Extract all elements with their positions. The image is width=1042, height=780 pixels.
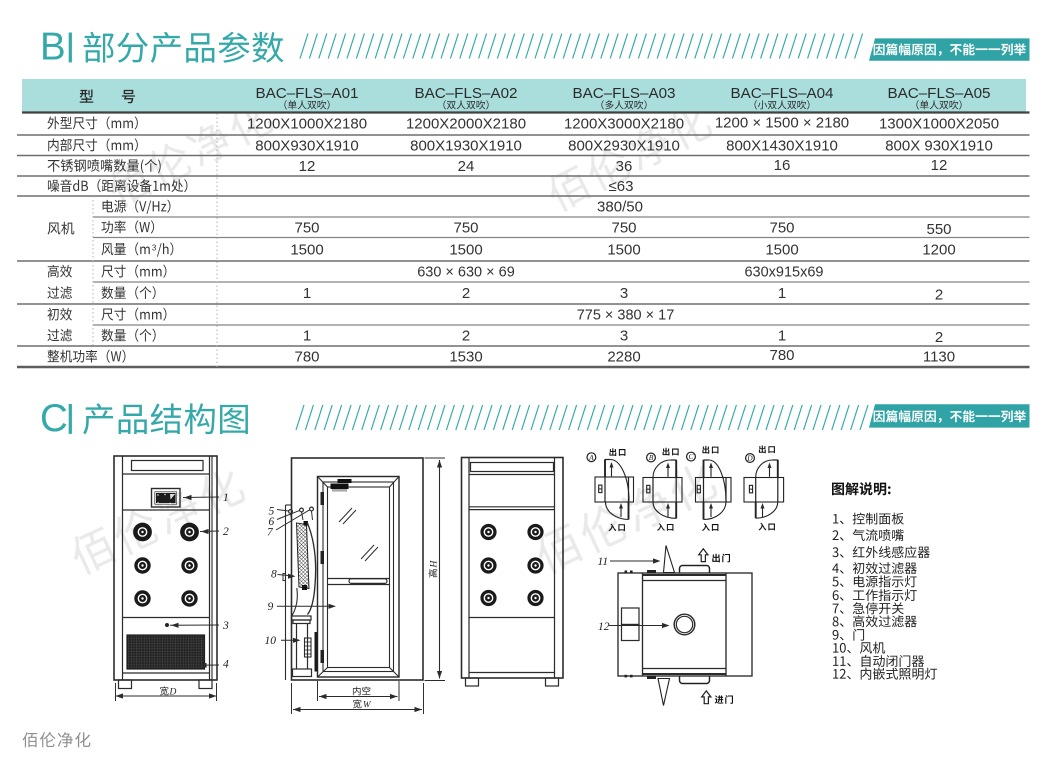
svg-text:800X930X1910: 800X930X1910 <box>255 137 358 154</box>
svg-text:1200X1000X2180: 1200X1000X2180 <box>247 115 367 132</box>
svg-text:2: 2 <box>462 328 470 345</box>
svg-text:1500: 1500 <box>765 241 798 258</box>
svg-text:2: 2 <box>935 287 943 304</box>
svg-text:1500: 1500 <box>449 241 482 258</box>
svg-text:24: 24 <box>458 158 475 175</box>
svg-text:1500: 1500 <box>607 241 640 258</box>
svg-text:12: 12 <box>299 158 316 175</box>
svg-text:800X1430X1910: 800X1430X1910 <box>726 137 838 154</box>
svg-text:800X 930X1910: 800X 930X1910 <box>885 137 993 154</box>
svg-text:1: 1 <box>778 285 786 302</box>
svg-text:1530: 1530 <box>449 349 482 366</box>
svg-text:630 × 630 × 69: 630 × 630 × 69 <box>417 265 515 281</box>
svg-text:1200X3000X2180: 1200X3000X2180 <box>564 115 684 132</box>
svg-text:A: A <box>588 453 594 462</box>
svg-text:BAC–FLS–A02: BAC–FLS–A02 <box>415 85 518 102</box>
svg-text:C: C <box>40 397 68 440</box>
svg-text:BAC–FLS–A01: BAC–FLS–A01 <box>256 85 359 102</box>
svg-text:3: 3 <box>620 285 628 302</box>
svg-text:1: 1 <box>303 285 311 302</box>
svg-text:1200 × 1500 × 2180: 1200 × 1500 × 2180 <box>715 114 849 131</box>
svg-text:12: 12 <box>931 157 948 174</box>
svg-text:11: 11 <box>598 556 609 568</box>
svg-text:3: 3 <box>620 328 628 345</box>
svg-text:1200X2000X2180: 1200X2000X2180 <box>406 115 526 132</box>
svg-text:1200: 1200 <box>922 241 955 258</box>
svg-text:1: 1 <box>303 328 311 345</box>
svg-text:10: 10 <box>265 635 277 647</box>
svg-text:BAC–FLS–A03: BAC–FLS–A03 <box>573 85 676 102</box>
svg-text:2: 2 <box>935 329 943 346</box>
svg-text:800X2930X1910: 800X2930X1910 <box>568 137 680 154</box>
svg-text:8: 8 <box>271 569 277 581</box>
svg-text:750: 750 <box>611 219 636 236</box>
svg-text:1300X1000X2050: 1300X1000X2050 <box>879 115 999 132</box>
svg-text:B: B <box>40 26 66 69</box>
svg-text:B: B <box>649 453 654 462</box>
svg-text:2: 2 <box>462 285 470 302</box>
svg-text:3: 3 <box>222 620 229 632</box>
svg-text:380/50: 380/50 <box>597 199 643 216</box>
svg-text:630x915x69: 630x915x69 <box>744 265 823 281</box>
svg-text:750: 750 <box>294 219 319 236</box>
svg-text:750: 750 <box>453 219 478 236</box>
svg-text:1: 1 <box>223 492 229 504</box>
svg-text:775 × 380 × 17: 775 × 380 × 17 <box>577 308 675 324</box>
svg-text:780: 780 <box>769 347 794 364</box>
svg-text:16: 16 <box>774 157 791 174</box>
svg-text:≤63: ≤63 <box>609 178 634 195</box>
svg-text:780: 780 <box>294 349 319 366</box>
svg-text:D: D <box>746 454 753 463</box>
svg-text:4: 4 <box>223 659 229 671</box>
svg-text:750: 750 <box>769 219 794 236</box>
svg-text:BAC–FLS–A04: BAC–FLS–A04 <box>731 85 834 102</box>
svg-text:550: 550 <box>926 221 951 238</box>
svg-text:2280: 2280 <box>607 349 640 366</box>
svg-text:1130: 1130 <box>923 349 955 366</box>
svg-text:1500: 1500 <box>290 241 323 258</box>
svg-text:800X1930X1910: 800X1930X1910 <box>410 137 522 154</box>
svg-text:12: 12 <box>598 621 610 633</box>
svg-text:D: D <box>169 688 177 698</box>
svg-text:H: H <box>430 560 440 569</box>
svg-text:9: 9 <box>268 601 274 613</box>
svg-text:1: 1 <box>778 328 786 345</box>
svg-text:BAC–FLS–A05: BAC–FLS–A05 <box>888 85 991 102</box>
svg-text:3: 3 <box>152 243 157 252</box>
svg-text:2: 2 <box>223 526 229 538</box>
svg-text:36: 36 <box>616 158 633 175</box>
